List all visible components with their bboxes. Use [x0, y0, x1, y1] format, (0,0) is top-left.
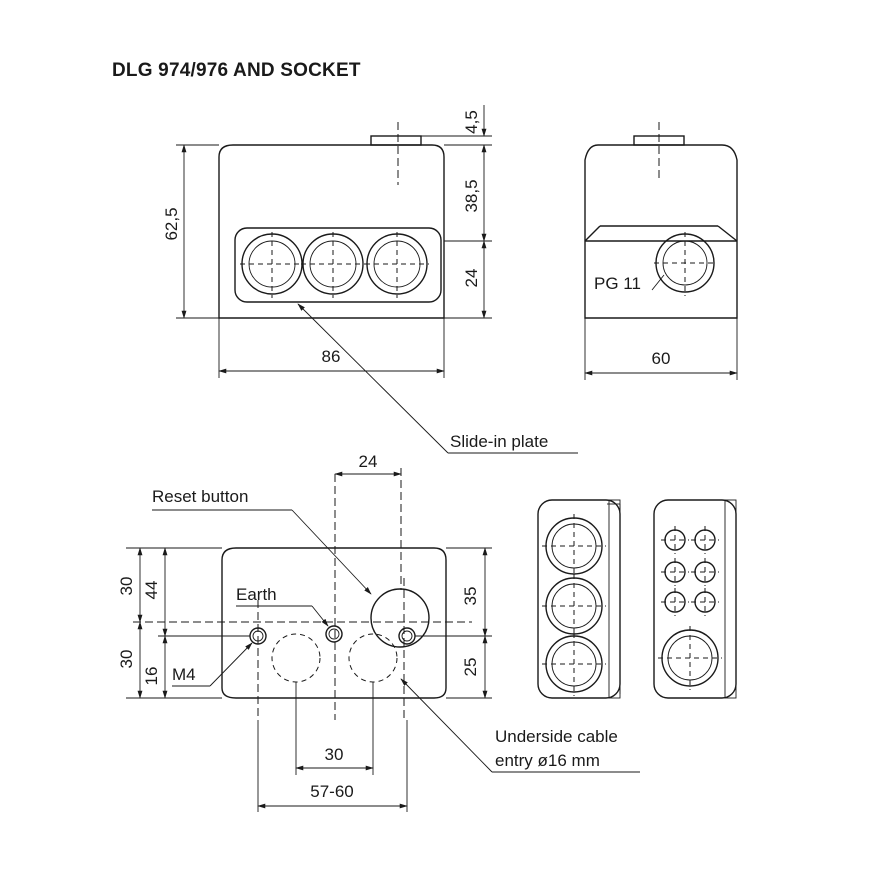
dim-socket-25: 25	[461, 658, 480, 677]
dim-60: 60	[652, 349, 671, 368]
dim-38-5: 38,5	[462, 179, 481, 212]
dim-62-5: 62,5	[162, 207, 181, 240]
m4-label: M4	[172, 665, 196, 684]
dim-86: 86	[322, 347, 341, 366]
cable-entry-circle	[271, 633, 321, 683]
small-hole	[691, 588, 719, 616]
dim-socket-16: 16	[142, 667, 161, 686]
slide-in-plate-seven-hole	[653, 499, 737, 699]
plate-hole	[542, 514, 606, 578]
small-hole	[691, 558, 719, 586]
earth-label: Earth	[236, 585, 277, 604]
small-hole	[661, 558, 689, 586]
dim-socket-30-bottom: 30	[325, 745, 344, 764]
socket-view: 24 Reset button Earth M4 30 30 44 16 35 …	[117, 452, 640, 812]
dim-4-5: 4,5	[462, 110, 481, 134]
terminal-screw	[325, 625, 343, 643]
gland-hole	[365, 232, 429, 298]
front-body	[218, 144, 445, 319]
cable-entry-label-1: Underside cable	[495, 727, 618, 746]
plate-hole	[542, 574, 606, 638]
cable-entry-label-2: entry ø16 mm	[495, 751, 600, 770]
dim-socket-44: 44	[142, 581, 161, 600]
reset-button-label: Reset button	[152, 487, 248, 506]
dim-socket-57-60: 57-60	[310, 782, 353, 801]
slide-in-plate	[234, 227, 442, 303]
dim-socket-30-upper: 30	[117, 577, 136, 596]
dim-24: 24	[462, 269, 481, 288]
large-hole	[658, 626, 722, 690]
dim-socket-24: 24	[359, 452, 378, 471]
small-hole	[661, 588, 689, 616]
gland-hole	[240, 232, 304, 298]
slide-in-plate-three-hole	[537, 499, 621, 699]
terminal-screw	[398, 627, 416, 645]
side-view: PG 11 60	[584, 122, 738, 380]
front-view: 4,5 38,5 24 62,5 86 Slide-in plate	[162, 105, 578, 454]
plate-hole	[542, 632, 606, 696]
drawing-title: DLG 974/976 AND SOCKET	[112, 60, 361, 81]
pg11-label: PG 11	[594, 274, 641, 293]
slide-in-plate-label: Slide-in plate	[450, 432, 548, 451]
front-top-tab	[370, 135, 422, 146]
cable-entry-circle	[348, 633, 398, 683]
dim-socket-35: 35	[461, 587, 480, 606]
gland-hole	[301, 232, 365, 298]
socket-body	[221, 547, 447, 699]
small-hole	[691, 526, 719, 554]
dim-socket-30-lower: 30	[117, 650, 136, 669]
small-hole	[661, 526, 689, 554]
reset-button	[370, 588, 430, 648]
